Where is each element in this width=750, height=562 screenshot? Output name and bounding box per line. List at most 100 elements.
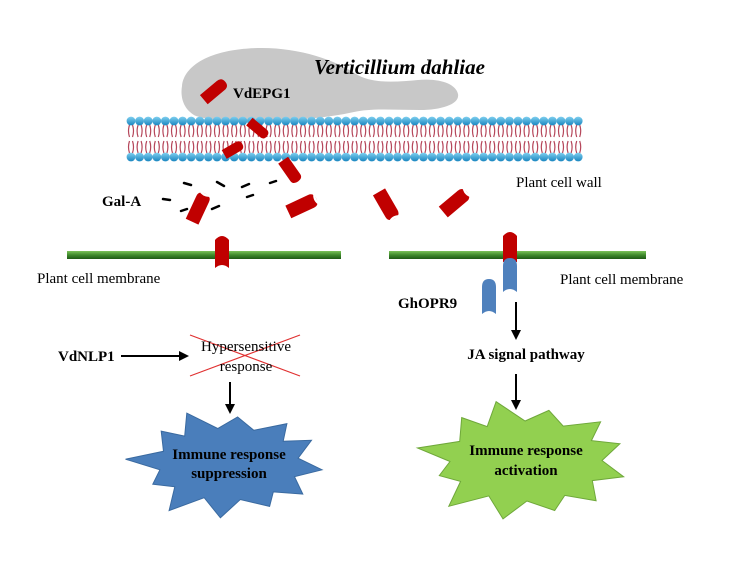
lipid-head [264, 152, 273, 162]
lipid-head [204, 152, 213, 162]
lipid-head [186, 152, 196, 162]
lipid-head [152, 152, 162, 162]
lipid-tail [446, 124, 453, 138]
lipid-tail [317, 124, 324, 138]
vdepg1-released-1 [185, 190, 212, 225]
lipid-head [169, 152, 179, 162]
lipid-tail [540, 140, 547, 154]
lipid-tail [549, 124, 556, 138]
lipid-tail [136, 140, 143, 154]
lipid-tail [463, 140, 470, 154]
lipid-tail [291, 124, 298, 138]
lipid-tail [377, 140, 384, 154]
lipid-tail [420, 140, 427, 154]
lipid-tail [188, 124, 195, 138]
lipid-tail [248, 140, 255, 154]
plant-cell-wall-bilayer [126, 116, 583, 162]
hr-blocked-cross [189, 334, 301, 377]
lipid-head [341, 116, 351, 126]
lipid-tail [360, 124, 367, 138]
lipid-tail [497, 140, 504, 154]
plant-cell-membrane-right [389, 251, 646, 259]
lipid-head [410, 152, 420, 162]
lipid-tail [282, 124, 289, 138]
plant-cell-wall-label: Plant cell wall [516, 175, 602, 191]
lipid-tail [334, 124, 341, 138]
lipid-tail [274, 140, 281, 154]
lipid-tail [437, 124, 444, 138]
lipid-head [530, 116, 540, 126]
vdepg1-effector-shape [199, 79, 228, 105]
lipid-head [169, 116, 179, 126]
lipid-head [539, 116, 549, 126]
lipid-head [376, 152, 385, 162]
lipid-tail [325, 124, 332, 138]
lipid-head [272, 116, 282, 126]
lipid-head [479, 116, 488, 126]
lipid-tail [514, 124, 522, 138]
activation-label-line1: Immune response [469, 443, 583, 459]
lipid-tail [196, 140, 203, 154]
lipid-tail [411, 124, 418, 138]
lipid-tail [403, 140, 410, 154]
lipid-head [307, 152, 316, 162]
lipid-tail [265, 140, 272, 154]
ghopr9-receptor-bound [503, 258, 517, 292]
lipid-head [324, 116, 334, 126]
lipid-head [178, 116, 188, 126]
ghopr9-receptor-free [482, 279, 496, 314]
lipid-head [573, 116, 583, 126]
lipid-tail [463, 124, 470, 138]
lipid-tail [153, 140, 160, 154]
lipid-tail [385, 124, 393, 138]
lipid-head [505, 152, 514, 162]
lipid-head [479, 152, 488, 162]
lipid-tail [299, 140, 307, 154]
lipid-head [143, 152, 153, 162]
hr-label-line1: Hypersensitive [201, 339, 291, 355]
lipid-tail [549, 140, 556, 154]
gal-a-label: Gal-A [102, 194, 141, 210]
lipid-tail [437, 140, 444, 154]
lipid-tail [170, 124, 178, 138]
lipid-tail [205, 140, 212, 154]
lipid-head [333, 116, 342, 126]
lipid-head [358, 116, 368, 126]
lipid-head [264, 116, 273, 126]
lipid-head [522, 116, 531, 126]
plant-cell-membrane-left [67, 251, 341, 259]
lipid-tail [342, 140, 350, 154]
lipid-tail [299, 124, 307, 138]
lipid-tail [231, 124, 238, 138]
lipid-tail [506, 140, 513, 154]
lipid-tail [308, 124, 315, 138]
lipid-tail [480, 140, 487, 154]
lipid-tail [145, 140, 152, 154]
lipid-head [204, 116, 213, 126]
lipid-tail [540, 124, 547, 138]
vdepg1-released-2 [285, 192, 320, 219]
lipid-tail [213, 140, 221, 154]
lipid-head [496, 116, 506, 126]
vdepg1-membrane-left [215, 236, 229, 268]
lipid-tail [557, 140, 565, 154]
suppression-label-line2: suppression [191, 466, 267, 482]
lipid-head [384, 116, 394, 126]
lipid-head [539, 152, 549, 162]
lipid-head [419, 152, 428, 162]
lipid-tail [471, 140, 479, 154]
lipid-head [341, 152, 351, 162]
lipid-head [436, 116, 445, 126]
lipid-tail [162, 124, 169, 138]
lipid-head [565, 152, 574, 162]
vdepg1-in-wall-1 [246, 117, 269, 139]
lipid-head [212, 152, 222, 162]
lipid-head [573, 152, 583, 162]
lipid-head [161, 152, 170, 162]
lipid-tail [514, 140, 522, 154]
lipid-head [238, 116, 248, 126]
lipid-tail [497, 124, 504, 138]
lipid-tail [480, 124, 487, 138]
lipid-tail [566, 140, 573, 154]
lipid-tail [360, 140, 367, 154]
